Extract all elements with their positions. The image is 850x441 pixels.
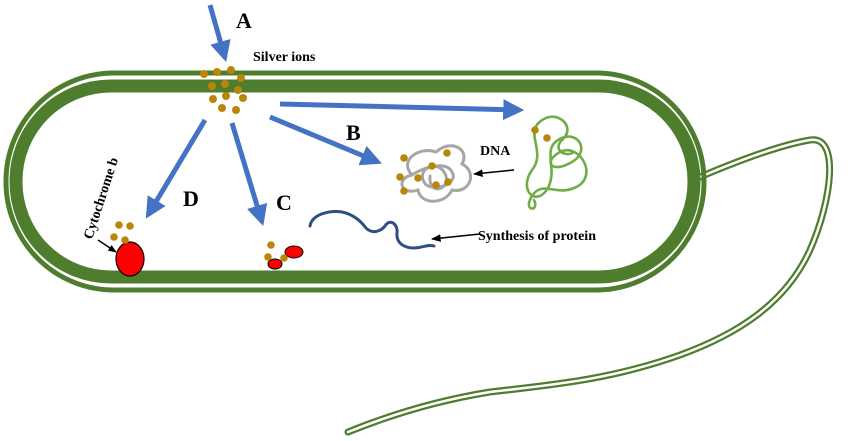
arrow-c — [229, 122, 268, 227]
label-b: B — [346, 120, 361, 145]
arrow-a — [207, 4, 231, 63]
outer-membrane — [3, 70, 707, 293]
label-cytochrome-b: Cytochrome b — [82, 156, 123, 242]
protein-strand — [308, 210, 436, 250]
arrow-b — [269, 114, 382, 166]
cell-wall — [9, 79, 701, 284]
arrow-dna-to-damaged — [473, 169, 515, 177]
arrow-d — [145, 118, 208, 219]
damaged-dna — [396, 144, 473, 203]
label-protein-synthesis: Synthesis of protein — [478, 229, 596, 244]
label-dna: DNA — [480, 144, 511, 159]
arrow-protein-label — [431, 233, 481, 242]
label-c: C — [276, 190, 292, 215]
dna-strand — [525, 115, 588, 210]
cytochrome-b — [97, 221, 145, 277]
cell-envelope — [3, 70, 707, 293]
flagellum — [344, 136, 834, 436]
label-d: D — [183, 186, 199, 211]
arrow-to-dna — [279, 99, 525, 121]
silver-ions-cluster — [200, 66, 247, 114]
label-a: A — [236, 8, 252, 33]
label-silver-ions: Silver ions — [253, 50, 316, 65]
mechanism-arrows — [145, 4, 525, 227]
ribosome-targets — [264, 241, 304, 270]
